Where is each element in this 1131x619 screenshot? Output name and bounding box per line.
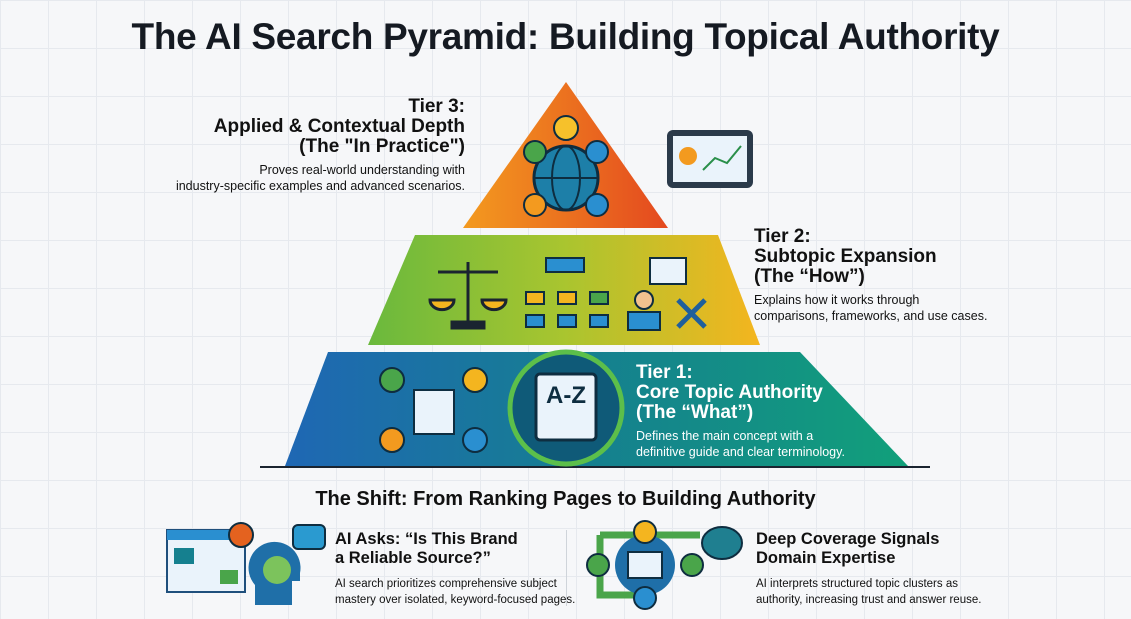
flowchart-icon xyxy=(525,257,609,328)
list-icon xyxy=(379,367,405,393)
tier3-desc-2: industry-specific examples and advanced … xyxy=(175,179,465,193)
tier3-text: Tier 3: Applied & Contextual Depth (The … xyxy=(176,97,465,194)
tier1-sub: (The “What”) xyxy=(636,402,754,423)
deep-coverage-block: Deep Coverage Signals Domain Expertise A… xyxy=(756,530,981,608)
globe-icon xyxy=(532,144,600,212)
tier2-segment xyxy=(368,235,760,345)
ai-asks-heading-2: a Reliable Source?” xyxy=(335,549,491,567)
ai-asks-desc-1: AI search prioritizes comprehensive subj… xyxy=(335,578,557,590)
money-bag-icon xyxy=(523,140,547,164)
shift-heading: The Shift: From Ranking Pages to Buildin… xyxy=(315,488,816,510)
chat-bubble-icon xyxy=(292,524,326,550)
topic-cluster-icon xyxy=(586,520,704,610)
tier3-label: Tier 3: xyxy=(408,96,465,117)
user-laptop-icon xyxy=(627,257,687,331)
brain-icon xyxy=(701,526,743,560)
az-badge-label: A-Z xyxy=(546,382,586,409)
medical-cross-icon xyxy=(585,140,609,164)
tier2-desc-1: Explains how it works through xyxy=(754,293,920,307)
notes-icon xyxy=(379,427,405,453)
deep-coverage-heading-2: Domain Expertise xyxy=(756,549,896,567)
deep-coverage-desc-1: AI interprets structured topic clusters … xyxy=(756,578,958,590)
question-bubble-icon xyxy=(228,522,254,548)
tier1-desc-1: Defines the main concept with a xyxy=(636,429,814,443)
tier3-desc-1: Proves real-world understanding with xyxy=(259,163,465,177)
ai-asks-heading-1: AI Asks: “Is This Brand xyxy=(335,530,518,548)
tier2-desc-2: comparisons, frameworks, and use cases. xyxy=(754,309,988,323)
tier1-label: Tier 1: xyxy=(636,362,693,383)
tier1-desc-2: definitive guide and clear terminology. xyxy=(636,445,845,459)
link-icon xyxy=(462,427,488,453)
deep-coverage-desc-2: authority, increasing trust and answer r… xyxy=(756,594,982,606)
caduceus-icon xyxy=(585,193,609,217)
tier1-name: Core Topic Authority xyxy=(636,382,823,403)
az-book-icon xyxy=(534,372,598,442)
scales-icon xyxy=(428,262,508,330)
brain-head-icon xyxy=(248,541,301,605)
dollar-icon xyxy=(553,115,579,141)
tier2-name: Subtopic Expansion xyxy=(754,246,937,267)
tier2-sub: (The “How”) xyxy=(754,266,865,287)
ai-asks-desc-2: mastery over isolated, keyword-focused p… xyxy=(335,594,576,606)
tier2-text: Tier 2: Subtopic Expansion (The “How”) E… xyxy=(754,227,987,324)
briefcase-icon xyxy=(523,193,547,217)
tools-icon xyxy=(676,298,707,329)
deep-coverage-heading-1: Deep Coverage Signals xyxy=(756,530,940,548)
page-title: The AI Search Pyramid: Building Topical … xyxy=(131,16,1000,57)
tier2-label: Tier 2: xyxy=(754,226,811,247)
document-icon xyxy=(413,389,455,435)
ai-asks-block: AI Asks: “Is This Brand a Reliable Sourc… xyxy=(335,530,575,608)
question-icon xyxy=(462,367,488,393)
tier1-text: Tier 1: Core Topic Authority (The “What”… xyxy=(636,363,845,460)
divider xyxy=(566,530,567,606)
tablet-chart-icon xyxy=(667,130,753,188)
tier3-sub: (The "In Practice") xyxy=(299,136,465,157)
tier3-name: Applied & Contextual Depth xyxy=(213,116,465,137)
